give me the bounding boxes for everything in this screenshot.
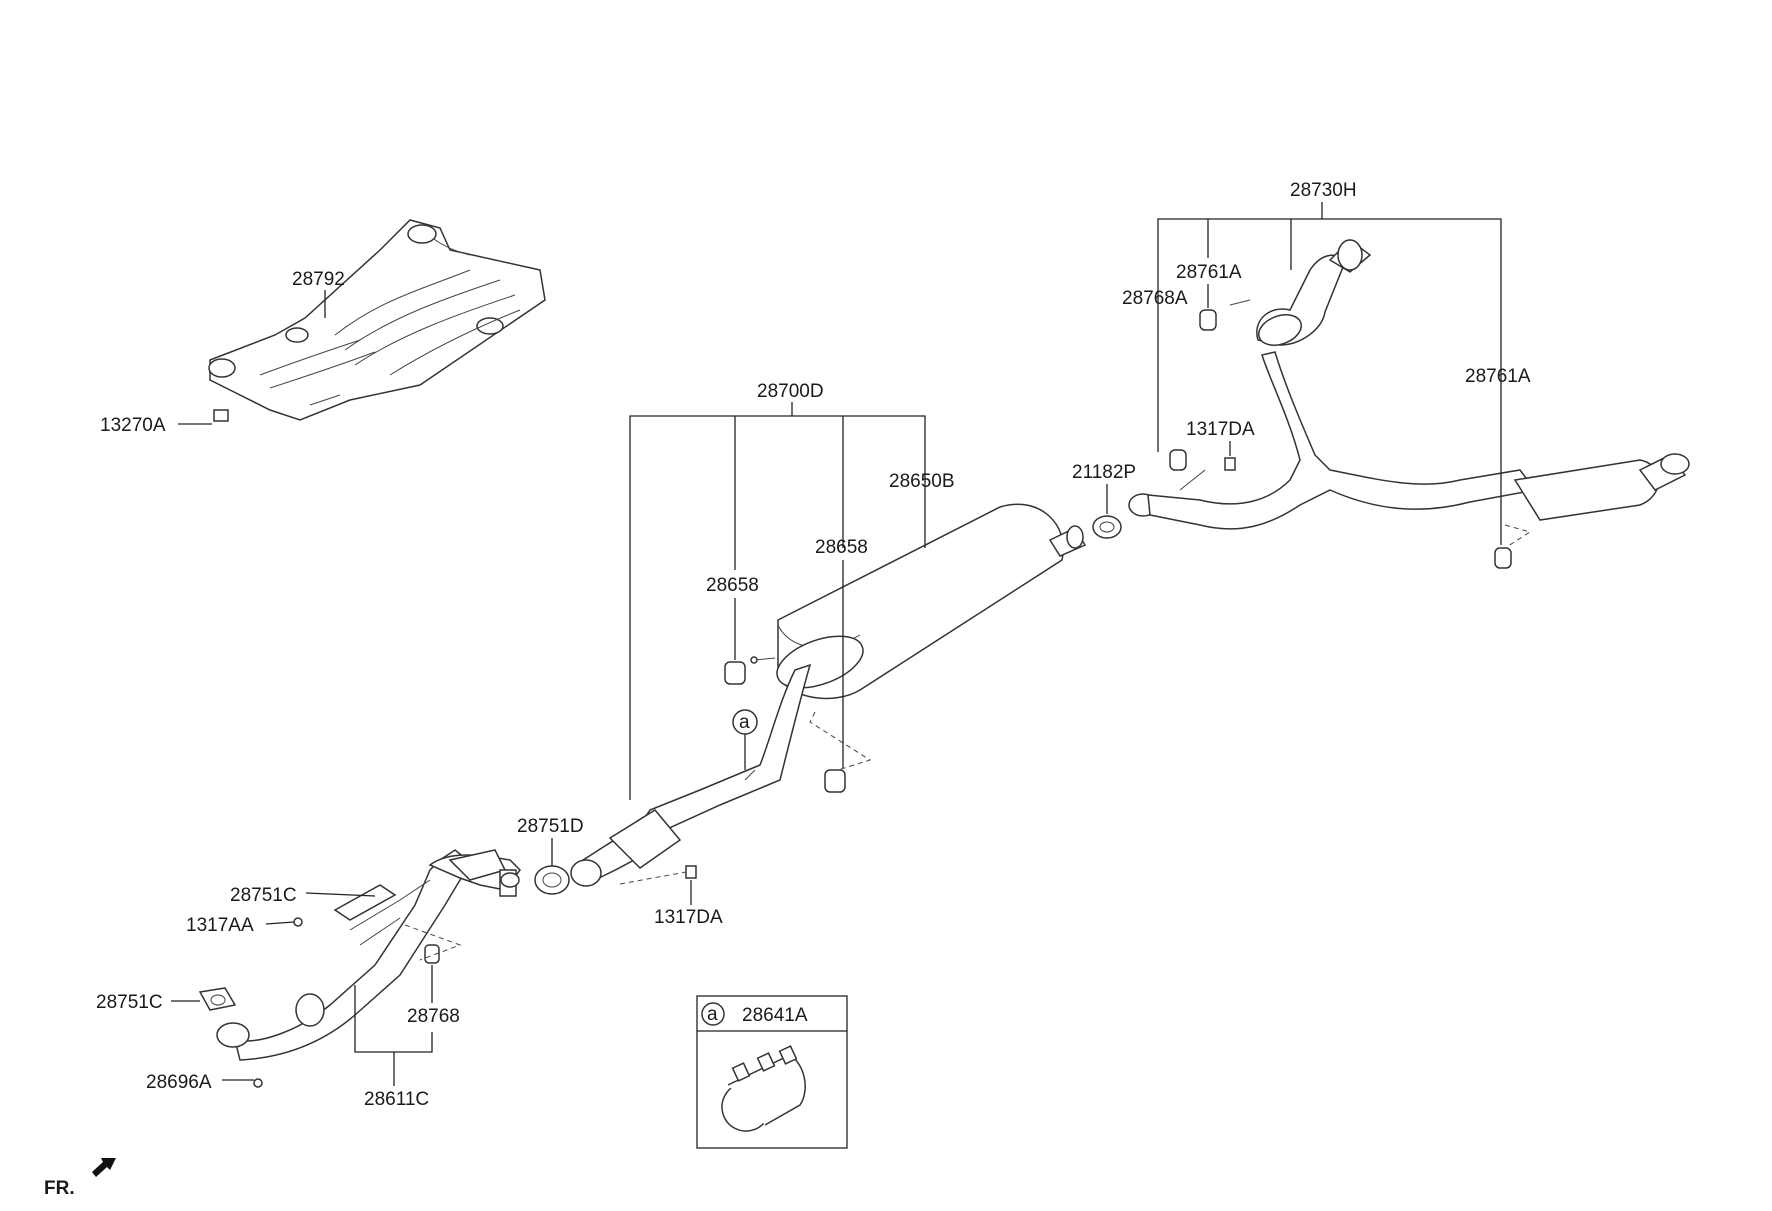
rear-muffler-28730H	[1128, 239, 1690, 569]
label-1317AA: 1317AA	[186, 915, 295, 936]
svg-text:28768A: 28768A	[1122, 288, 1188, 309]
svg-text:28751C: 28751C	[230, 885, 297, 906]
svg-text:28730H: 28730H	[1290, 180, 1357, 201]
label-28700D: 28700D	[629, 381, 926, 800]
nut-1317DA-bottom	[619, 865, 697, 885]
label-13270A: 13270A	[100, 415, 212, 436]
hanger-28768A	[1169, 449, 1187, 471]
svg-text:a: a	[707, 1004, 718, 1025]
label-28611C: 28611C	[354, 985, 433, 1110]
label-28761A-right: 28761A	[1465, 366, 1531, 387]
hanger-28761A-right	[1494, 547, 1512, 569]
heat-shield-28792	[208, 219, 546, 422]
label-28730H: 28730H	[1157, 180, 1502, 545]
label-28768: 28768	[407, 965, 460, 1027]
center-muffler-28650B	[570, 503, 1087, 887]
label-21182P: 21182P	[1072, 462, 1136, 514]
svg-text:28650B: 28650B	[889, 471, 955, 492]
svg-text:FR.: FR.	[44, 1178, 75, 1199]
label-28768A: 28768A	[1122, 288, 1188, 309]
svg-text:28658: 28658	[815, 537, 868, 558]
svg-text:28792: 28792	[292, 269, 345, 290]
nut-1317DA-top	[1224, 457, 1236, 471]
svg-text:28761A: 28761A	[1465, 366, 1531, 387]
svg-text:a: a	[739, 712, 750, 733]
gasket-21182P	[1092, 515, 1122, 539]
svg-text:28751D: 28751D	[517, 816, 584, 837]
gasket-28751C	[198, 987, 237, 1011]
label-1317DA-top: 1317DA	[1186, 419, 1255, 456]
inset-box-28641A: a 28641A	[696, 995, 848, 1149]
hanger-28658-a	[724, 661, 746, 685]
svg-text:28611C: 28611C	[364, 1089, 429, 1110]
label-28751C-top: 28751C	[230, 885, 376, 906]
front-pipe-28611C	[198, 849, 521, 1088]
svg-text:1317DA: 1317DA	[1186, 419, 1255, 440]
hanger-28768A-top	[1199, 309, 1217, 331]
svg-text:28768: 28768	[407, 1006, 460, 1027]
clamp-28641A	[721, 1045, 806, 1132]
nut-13270A	[213, 409, 229, 422]
label-28658-b: 28658	[815, 537, 868, 768]
label-28792: 28792	[292, 269, 345, 318]
label-28696A: 28696A	[146, 1072, 254, 1093]
svg-text:28700D: 28700D	[757, 381, 824, 402]
svg-text:28658: 28658	[706, 575, 759, 596]
label-28751C-left: 28751C	[96, 992, 200, 1013]
label-1317DA-bottom: 1317DA	[654, 880, 723, 928]
svg-text:1317DA: 1317DA	[654, 907, 723, 928]
label-28650B: 28650B	[889, 471, 955, 492]
svg-text:28751C: 28751C	[96, 992, 163, 1013]
svg-text:13270A: 13270A	[100, 415, 166, 436]
gasket-28751D	[534, 865, 570, 895]
svg-text:28696A: 28696A	[146, 1072, 212, 1093]
label-28658-a: 28658	[706, 575, 759, 660]
callout-a: a	[732, 709, 758, 770]
label-28751D: 28751D	[517, 816, 584, 866]
hanger-28658-b	[824, 769, 846, 793]
bolt-1317AA	[293, 917, 303, 927]
svg-text:28761A: 28761A	[1176, 262, 1242, 283]
hanger-28768	[424, 944, 440, 964]
svg-text:28641A: 28641A	[742, 1005, 808, 1026]
label-28761A-top: 28761A	[1176, 262, 1242, 308]
svg-text:21182P: 21182P	[1072, 462, 1136, 483]
front-direction-indicator: FR.	[44, 1158, 116, 1199]
bolt-28696A	[253, 1078, 263, 1088]
svg-text:1317AA: 1317AA	[186, 915, 254, 936]
